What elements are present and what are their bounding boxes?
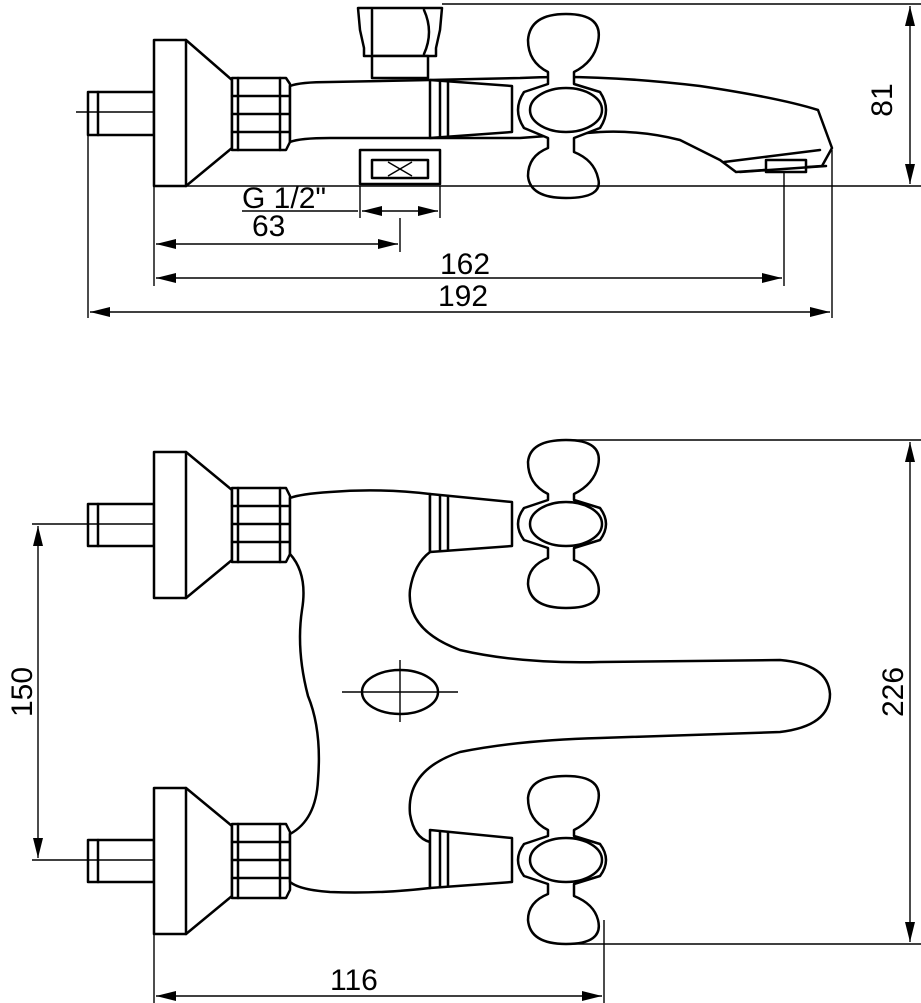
dimension-63: 63 <box>156 210 401 252</box>
dimension-192: 192 <box>87 135 833 318</box>
dim-81-label: 81 <box>866 83 899 116</box>
hex-nut <box>230 76 292 152</box>
lower-handle <box>428 774 608 946</box>
cross-handle <box>516 12 608 200</box>
dim-162-label: 162 <box>440 248 490 281</box>
plan-view: 150 226 116 <box>6 438 921 1003</box>
handle-sleeve <box>428 78 514 140</box>
thread-dimension: G 1/2" <box>242 182 441 218</box>
dimension-162: 162 <box>153 172 785 286</box>
dimension-116: 116 <box>153 920 605 1003</box>
lower-inlet <box>32 786 292 936</box>
dim-150-label: 150 <box>6 667 39 717</box>
diverter-knob <box>356 6 444 80</box>
dimension-81: 81 <box>442 3 921 184</box>
dim-226-label: 226 <box>877 667 910 717</box>
thread-label: G 1/2" <box>242 182 326 215</box>
dimension-150: 150 <box>6 526 43 858</box>
dimension-226: 226 <box>566 439 921 945</box>
shower-outlet <box>358 148 442 186</box>
dim-192-label: 192 <box>438 280 488 313</box>
upper-inlet <box>32 450 292 600</box>
wall-flange <box>152 38 234 188</box>
dim-116-label: 116 <box>330 964 378 997</box>
upper-handle <box>428 438 608 610</box>
side-view: G 1/2" 63 162 192 <box>76 3 921 318</box>
dim-63-label: 63 <box>252 210 285 243</box>
mixer-body <box>288 489 832 894</box>
